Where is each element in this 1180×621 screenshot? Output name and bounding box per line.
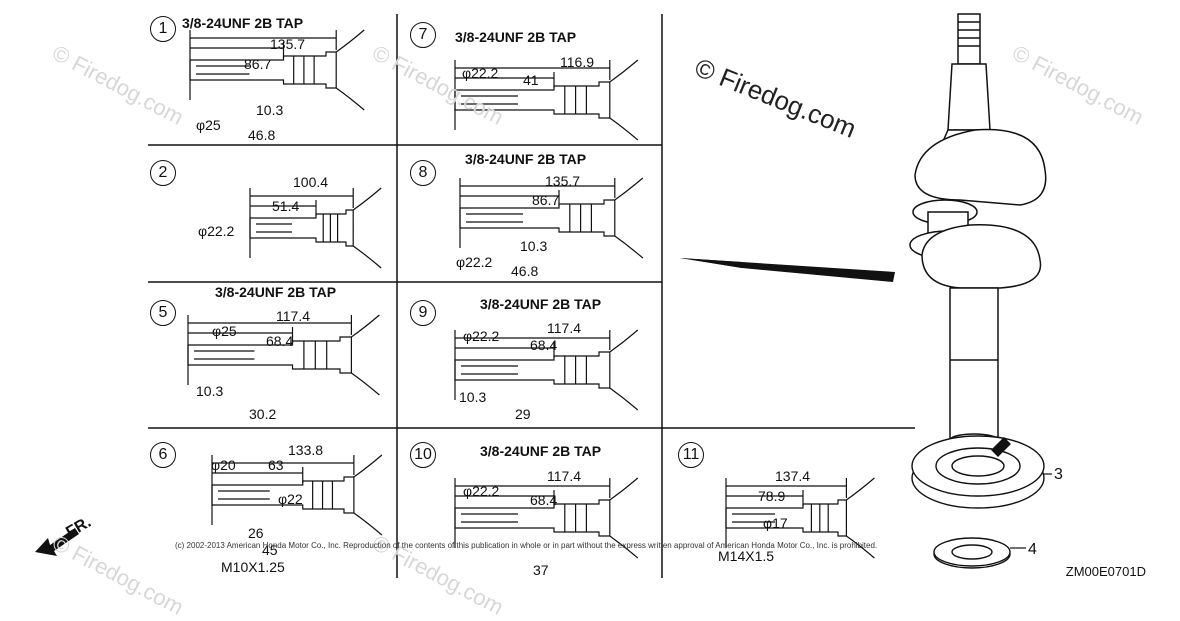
dimension-label: φ22.2 xyxy=(463,483,500,499)
panel-number: 8 xyxy=(410,160,436,186)
tap-spec: 3/8-24UNF 2B TAP xyxy=(480,443,602,459)
tap-spec: 3/8-24UNF 2B TAP xyxy=(182,15,304,31)
dimension-label: φ22.2 xyxy=(462,65,499,81)
dimension-label: φ22.2 xyxy=(456,254,493,270)
shaft-profile xyxy=(187,314,380,396)
diagram-linework xyxy=(35,13,1052,578)
callout-leaders xyxy=(1010,473,1052,549)
dimension-label: 137.4 xyxy=(775,468,811,484)
tap-spec: 3/8-24UNF 2B TAP xyxy=(455,29,577,45)
dimension-label: M10X1.25 xyxy=(221,559,285,575)
shaft-profile xyxy=(189,29,365,111)
dimension-label: 45 xyxy=(262,542,278,558)
dimension-label: 68.4 xyxy=(530,492,558,508)
washer-drawing xyxy=(933,537,1011,569)
shaft-drawings xyxy=(187,29,875,559)
shaft-profile xyxy=(459,177,644,259)
dimension-label: 10.3 xyxy=(196,383,224,399)
panel-grid xyxy=(148,14,915,578)
dimension-label: 68.4 xyxy=(530,337,558,353)
parts-diagram: © Firedog.com © Firedog.com © Firedog.co… xyxy=(35,13,1148,620)
dimension-label: 100.4 xyxy=(293,174,329,190)
gear-drawing xyxy=(911,435,1045,509)
callout-washer: 4 xyxy=(1028,541,1037,558)
dimension-label: φ22 xyxy=(278,491,303,507)
dimension-label: 63 xyxy=(268,457,284,473)
tap-spec: 3/8-24UNF 2B TAP xyxy=(215,284,337,300)
dimension-label: 116.9 xyxy=(560,54,594,70)
callout-gear: 3 xyxy=(1054,466,1063,483)
front-arrow-icon xyxy=(35,528,79,556)
dimension-label: φ22.2 xyxy=(198,223,235,239)
dimension-label: 10.3 xyxy=(520,238,548,254)
dimension-label: 133.8 xyxy=(288,442,324,458)
shaft-profile xyxy=(454,329,639,411)
dimension-label: φ25 xyxy=(196,117,221,133)
tap-spec: 3/8-24UNF 2B TAP xyxy=(465,151,587,167)
panel-number: 10 xyxy=(410,442,436,468)
panel-number: 7 xyxy=(410,22,436,48)
dimension-label: φ20 xyxy=(211,457,236,473)
crankshaft-drawing xyxy=(909,13,1047,447)
dimension-label: 68.4 xyxy=(266,333,294,349)
dimension-label: 29 xyxy=(515,406,531,422)
shaft-profile xyxy=(454,477,639,559)
shaft-profile xyxy=(725,477,875,559)
dimension-label: 41 xyxy=(523,72,539,88)
dimension-label: 117.4 xyxy=(276,308,310,324)
shaft-profile xyxy=(454,59,639,141)
shaft-profile xyxy=(211,454,383,536)
pointer-arrow xyxy=(680,258,895,282)
dimension-label: φ17 xyxy=(763,515,788,531)
diagram-code: ZM00E0701D xyxy=(1065,564,1146,579)
dimension-label: φ25 xyxy=(212,323,237,339)
copyright-notice: (c) 2002-2013 American Honda Motor Co., … xyxy=(175,541,878,550)
dimension-label: 37 xyxy=(533,562,549,578)
dimension-label: 78.9 xyxy=(758,488,786,504)
dimension-label: 26 xyxy=(248,525,264,541)
dimension-label: 135.7 xyxy=(270,36,306,52)
dimension-label: 51.4 xyxy=(272,198,300,214)
dimension-label: 10.3 xyxy=(256,102,284,118)
dimension-label: M14X1.5 xyxy=(718,548,775,564)
panel-number: 6 xyxy=(150,442,176,468)
tap-spec: 3/8-24UNF 2B TAP xyxy=(480,296,602,312)
dimension-label: φ22.2 xyxy=(463,328,500,344)
dimension-label: 117.4 xyxy=(547,320,581,336)
panel-number: 9 xyxy=(410,300,436,326)
panel-number: 1 xyxy=(150,16,176,42)
panel-number: 5 xyxy=(150,300,176,326)
shaft-profile xyxy=(249,187,382,269)
dimension-label: 135.7 xyxy=(545,173,581,189)
dimension-label: 117.4 xyxy=(547,468,581,484)
panel-number: 2 xyxy=(150,160,176,186)
panel-number: 11 xyxy=(678,442,704,468)
dimension-label: 86.7 xyxy=(532,192,560,208)
dimension-label: 46.8 xyxy=(511,263,539,279)
dimension-label: 10.3 xyxy=(459,389,487,405)
dimension-label: 30.2 xyxy=(249,406,277,422)
dimension-label: 86.7 xyxy=(244,56,272,72)
dimension-label: 46.8 xyxy=(248,127,276,143)
